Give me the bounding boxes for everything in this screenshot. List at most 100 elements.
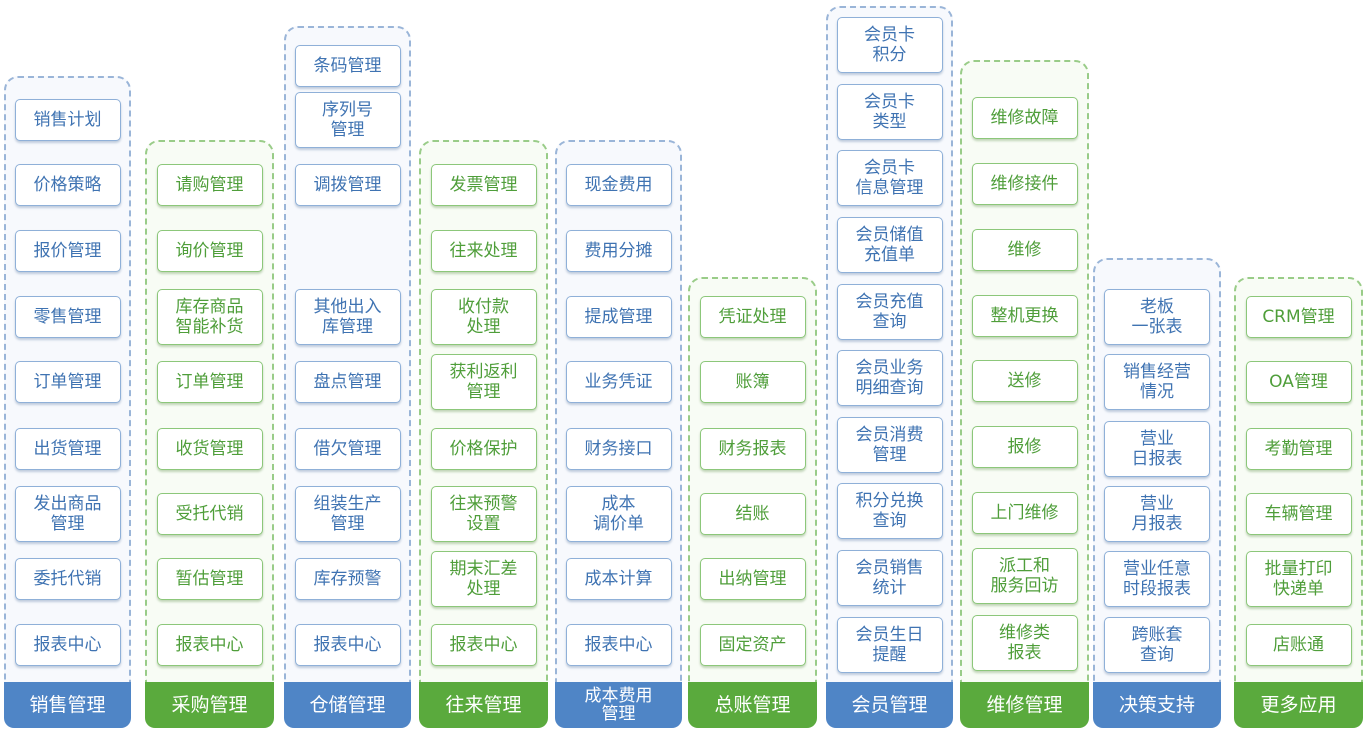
feature-button[interactable]: 业务凭证: [565, 361, 672, 403]
feature-button[interactable]: 成本 调价单: [565, 486, 672, 542]
feature-button[interactable]: 老板 一张表: [1104, 289, 1210, 345]
feature-button[interactable]: CRM管理: [1245, 296, 1352, 338]
module-column-2: 请购管理询价管理库存商品 智能补货订单管理收货管理受托代销暂估管理报表中心采购管…: [145, 0, 274, 735]
module-tab[interactable]: 总账管理: [688, 682, 817, 728]
feature-button[interactable]: 会员充值 查询: [836, 284, 943, 340]
feature-button[interactable]: 提成管理: [565, 296, 672, 338]
feature-button[interactable]: 考勤管理: [1245, 428, 1352, 470]
module-column-9: 老板 一张表销售经营 情况营业 日报表营业 月报表营业任意 时段报表跨账套 查询…: [1093, 0, 1221, 735]
feature-button[interactable]: 费用分摊: [565, 230, 672, 272]
feature-button[interactable]: 组装生产 管理: [294, 486, 401, 542]
feature-button[interactable]: 会员业务 明细查询: [836, 350, 943, 406]
feature-button[interactable]: 派工和 服务回访: [971, 548, 1078, 604]
module-tab[interactable]: 销售管理: [4, 682, 131, 728]
feature-button[interactable]: 维修: [971, 229, 1078, 271]
feature-button[interactable]: 报表中心: [565, 624, 672, 666]
feature-button[interactable]: 收货管理: [156, 428, 263, 470]
module-column-3: 条码管理序列号 管理调拨管理其他出入 库管理盘点管理借欠管理组装生产 管理库存预…: [284, 0, 411, 735]
feature-button[interactable]: 上门维修: [971, 492, 1078, 534]
feature-button[interactable]: 委托代销: [14, 558, 121, 600]
feature-button[interactable]: 财务报表: [699, 428, 806, 470]
module-tab[interactable]: 往来管理: [419, 682, 548, 728]
feature-button[interactable]: 现金费用: [565, 164, 672, 206]
feature-button[interactable]: 报表中心: [14, 624, 121, 666]
module-tab[interactable]: 决策支持: [1093, 682, 1221, 728]
feature-button[interactable]: 库存商品 智能补货: [156, 289, 263, 345]
feature-button[interactable]: 送修: [971, 360, 1078, 402]
module-tab[interactable]: 仓储管理: [284, 682, 411, 728]
feature-button[interactable]: 收付款 处理: [430, 289, 537, 345]
module-column-4: 发票管理往来处理收付款 处理获利返利 管理价格保护往来预警 设置期末汇差 处理报…: [419, 0, 548, 735]
feature-button[interactable]: 会员储值 充值单: [836, 217, 943, 273]
feature-button[interactable]: 其他出入 库管理: [294, 289, 401, 345]
feature-button[interactable]: 会员卡 信息管理: [836, 150, 943, 206]
module-panel: [688, 277, 817, 682]
module-column-5: 现金费用费用分摊提成管理业务凭证财务接口成本 调价单成本计算报表中心成本费用 管…: [555, 0, 682, 735]
feature-button[interactable]: 固定资产: [699, 624, 806, 666]
feature-button[interactable]: 发票管理: [430, 164, 537, 206]
feature-button[interactable]: 价格保护: [430, 428, 537, 470]
feature-button[interactable]: 报修: [971, 426, 1078, 468]
feature-button[interactable]: 请购管理: [156, 164, 263, 206]
feature-button[interactable]: 跨账套 查询: [1104, 617, 1210, 673]
module-tab[interactable]: 成本费用 管理: [555, 682, 682, 728]
feature-button[interactable]: 调拨管理: [294, 164, 401, 206]
feature-button[interactable]: 报表中心: [294, 624, 401, 666]
feature-button[interactable]: 条码管理: [294, 45, 401, 87]
feature-button[interactable]: 结账: [699, 493, 806, 535]
feature-button[interactable]: 暂估管理: [156, 558, 263, 600]
feature-button[interactable]: 订单管理: [156, 361, 263, 403]
module-tab[interactable]: 会员管理: [826, 682, 953, 728]
module-column-8: 维修故障维修接件维修整机更换送修报修上门维修派工和 服务回访维修类 报表维修管理: [960, 0, 1089, 735]
feature-button[interactable]: 报价管理: [14, 230, 121, 272]
feature-button[interactable]: 报表中心: [156, 624, 263, 666]
module-panel: [145, 140, 274, 682]
feature-button[interactable]: 借欠管理: [294, 428, 401, 470]
feature-button[interactable]: 询价管理: [156, 230, 263, 272]
feature-button[interactable]: 营业 日报表: [1104, 421, 1210, 477]
feature-button[interactable]: 会员卡 类型: [836, 84, 943, 140]
feature-button[interactable]: 会员消费 管理: [836, 417, 943, 473]
feature-button[interactable]: 订单管理: [14, 361, 121, 403]
feature-button[interactable]: 凭证处理: [699, 296, 806, 338]
feature-button[interactable]: 序列号 管理: [294, 92, 401, 148]
feature-button[interactable]: 账簿: [699, 361, 806, 403]
feature-button[interactable]: 会员生日 提醒: [836, 617, 943, 673]
module-column-1: 销售计划价格策略报价管理零售管理订单管理出货管理发出商品 管理委托代销报表中心销…: [4, 0, 131, 735]
feature-button[interactable]: 零售管理: [14, 296, 121, 338]
feature-button[interactable]: 获利返利 管理: [430, 354, 537, 410]
feature-button[interactable]: 营业 月报表: [1104, 486, 1210, 542]
feature-button[interactable]: 库存预警: [294, 558, 401, 600]
feature-button[interactable]: 批量打印 快递单: [1245, 551, 1352, 607]
feature-button[interactable]: 期末汇差 处理: [430, 551, 537, 607]
feature-button[interactable]: 维修故障: [971, 97, 1078, 139]
feature-button[interactable]: 销售计划: [14, 99, 121, 141]
feature-button[interactable]: 营业任意 时段报表: [1104, 551, 1210, 607]
feature-button[interactable]: 往来预警 设置: [430, 486, 537, 542]
feature-button[interactable]: 积分兑换 查询: [836, 483, 943, 539]
module-column-10: CRM管理 OA管理考勤管理车辆管理批量打印 快递单店账通更多应用: [1234, 0, 1363, 735]
feature-button[interactable]: 发出商品 管理: [14, 486, 121, 542]
feature-button[interactable]: OA管理: [1245, 361, 1352, 403]
feature-button[interactable]: 会员卡 积分: [836, 17, 943, 73]
feature-button[interactable]: 维修接件: [971, 163, 1078, 205]
feature-button[interactable]: 整机更换: [971, 295, 1078, 337]
feature-button[interactable]: 出货管理: [14, 428, 121, 470]
module-tab[interactable]: 采购管理: [145, 682, 274, 728]
feature-button[interactable]: 盘点管理: [294, 361, 401, 403]
module-tab[interactable]: 维修管理: [960, 682, 1089, 728]
feature-button[interactable]: 维修类 报表: [971, 615, 1078, 671]
feature-button[interactable]: 财务接口: [565, 428, 672, 470]
feature-button[interactable]: 成本计算: [565, 558, 672, 600]
feature-button[interactable]: 价格策略: [14, 164, 121, 206]
feature-button[interactable]: 往来处理: [430, 230, 537, 272]
feature-button[interactable]: 受托代销: [156, 493, 263, 535]
feature-button[interactable]: 店账通: [1245, 624, 1352, 666]
module-tab[interactable]: 更多应用: [1234, 682, 1363, 728]
feature-button[interactable]: 会员销售 统计: [836, 550, 943, 606]
feature-button[interactable]: 车辆管理: [1245, 493, 1352, 535]
feature-button[interactable]: 报表中心: [430, 624, 537, 666]
feature-button[interactable]: 销售经营 情况: [1104, 354, 1210, 410]
feature-button[interactable]: 出纳管理: [699, 558, 806, 600]
